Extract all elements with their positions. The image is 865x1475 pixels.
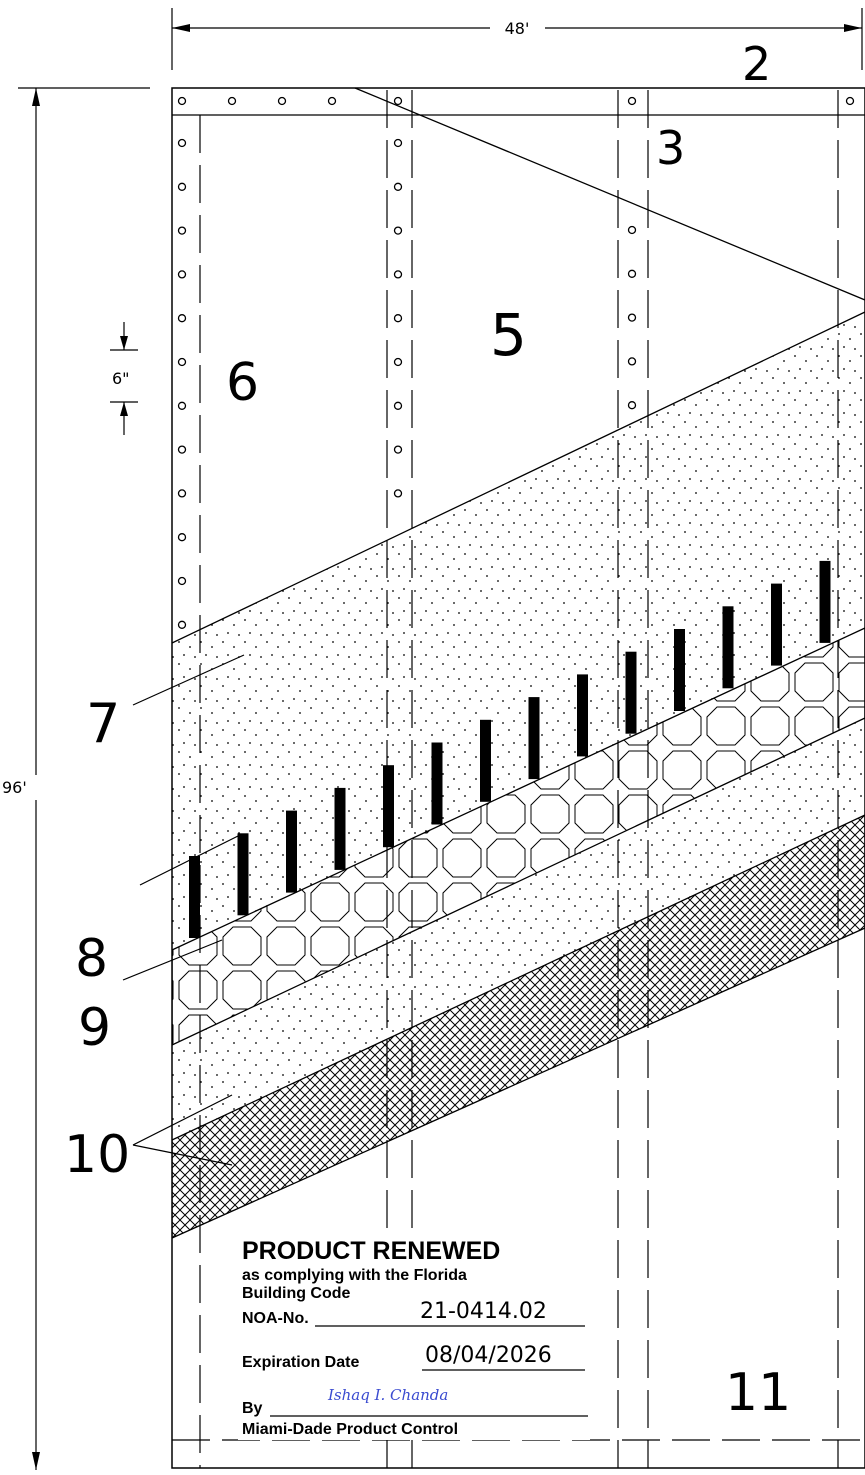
bar-marker [674, 629, 685, 711]
fastener-marker [393, 226, 403, 235]
fastener-marker [627, 313, 637, 322]
fastener-marker [177, 357, 187, 367]
dotted-band-lower [172, 718, 865, 1140]
callout-8: 8 [75, 929, 108, 989]
bar-marker [237, 833, 249, 916]
fastener-marker [327, 96, 337, 106]
fastener-marker [393, 182, 403, 191]
callout-3: 3 [656, 121, 685, 175]
fastener-marker [277, 96, 287, 106]
crosshatch-band [172, 814, 865, 1239]
fastener-pattern [177, 96, 855, 629]
fastener-marker [177, 96, 187, 106]
bar-marker [334, 787, 346, 870]
fastener-marker [177, 401, 187, 410]
fastener-marker [177, 576, 187, 586]
callout-6: 6 [226, 353, 259, 413]
fastener-marker [177, 226, 187, 235]
fastener-marker [627, 401, 637, 410]
bar-marker [189, 856, 200, 938]
callout-labels: 2 3 5 6 7 8 9 10 11 [64, 37, 791, 1423]
bar-marker [722, 606, 734, 689]
fastener-marker [177, 314, 187, 323]
callout-9: 9 [78, 998, 111, 1058]
octagon-band [172, 627, 865, 1046]
fastener-marker [177, 620, 187, 629]
fastener-marker [393, 445, 403, 454]
spacing-label: 6" [112, 369, 130, 388]
bar-markers [189, 560, 831, 938]
fastener-marker [393, 489, 403, 498]
callout-2: 2 [742, 37, 771, 91]
fastener-marker [177, 489, 187, 498]
fastener-marker [627, 96, 637, 106]
bar-marker [286, 810, 297, 893]
fastener-marker [177, 533, 187, 542]
fastener-marker [393, 314, 403, 323]
noa-label: NOA-No. [242, 1310, 309, 1327]
fastener-marker [627, 225, 637, 235]
callout-5: 5 [490, 301, 527, 369]
bar-marker [528, 697, 540, 780]
authority-label: Miami-Dade Product Control [242, 1421, 458, 1438]
stamp-line-1: as complying with the Florida [242, 1267, 467, 1284]
approval-stamp: PRODUCT RENEWED as complying with the Fl… [238, 1228, 590, 1440]
stamp-line-2: Building Code [242, 1285, 351, 1302]
fastener-marker [393, 357, 403, 367]
fastener-marker [393, 270, 403, 279]
bar-marker [819, 560, 831, 643]
fastener-marker [177, 138, 187, 148]
callout-7: 7 [86, 692, 120, 755]
fastener-marker [177, 445, 187, 454]
fastener-marker [393, 401, 403, 410]
expiration-value: 08/04/2026 [425, 1343, 552, 1368]
leader-lines [122, 654, 245, 1166]
noa-value: 21-0414.02 [420, 1299, 547, 1324]
expiration-label: Expiration Date [242, 1354, 359, 1371]
bar-marker [577, 674, 588, 757]
fastener-marker [177, 182, 187, 191]
fastener-marker [393, 96, 403, 106]
bar-marker [771, 583, 782, 666]
fastener-marker [177, 270, 187, 279]
width-dimension: 48' [171, 8, 863, 70]
bar-marker [383, 765, 394, 848]
fastener-marker [627, 357, 637, 366]
spacing-dimension: 6" [110, 322, 138, 435]
callout-11: 11 [725, 1363, 791, 1423]
bar-marker [431, 742, 443, 825]
bar-marker [625, 651, 637, 734]
fastener-marker [393, 138, 403, 148]
layer-bands [172, 311, 865, 1239]
inspector-signature: Ishaq I. Chanda [327, 1386, 448, 1404]
stamp-title: PRODUCT RENEWED [242, 1237, 500, 1265]
diagonal-edge-line [354, 87, 865, 301]
fastener-marker [227, 96, 237, 106]
stamp-background [238, 1228, 590, 1440]
bar-marker [480, 719, 491, 802]
height-label: 96' [2, 778, 27, 797]
fastener-marker [845, 96, 855, 106]
by-label: By [242, 1400, 263, 1417]
fastener-marker [627, 269, 637, 278]
width-label: 48' [505, 19, 530, 38]
height-dimension: 96' [2, 87, 150, 1470]
callout-10: 10 [64, 1125, 130, 1185]
